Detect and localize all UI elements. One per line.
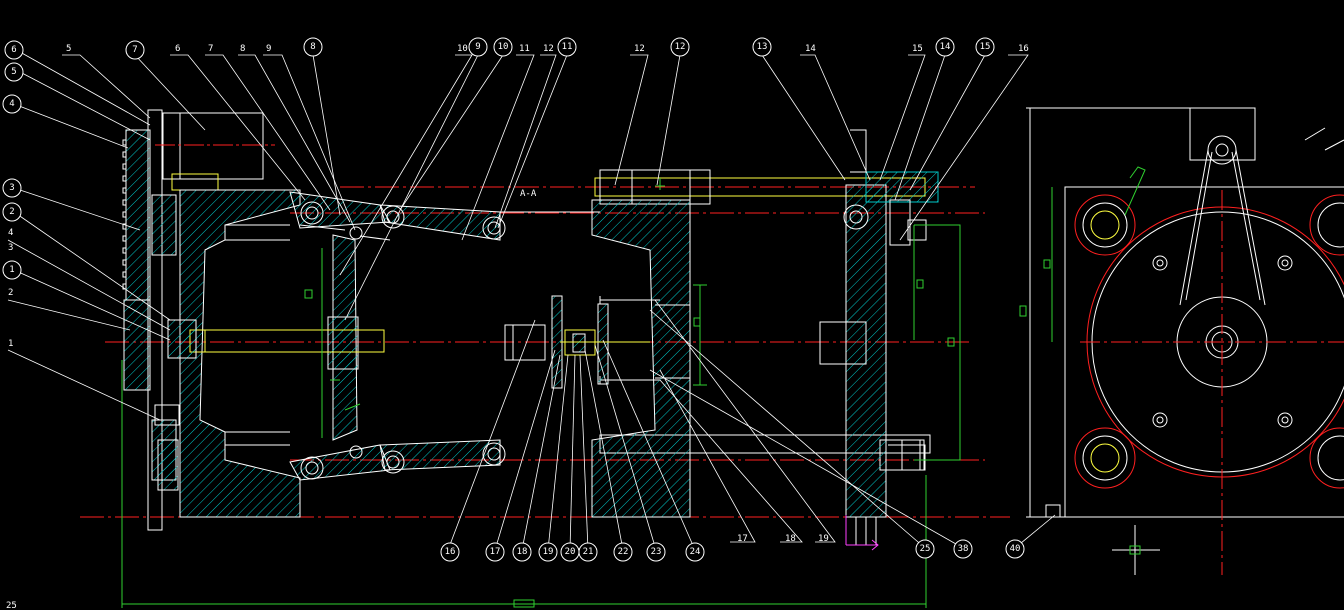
svg-text:18: 18 [517, 547, 528, 557]
svg-text:12: 12 [675, 42, 686, 52]
balloon: 38 [953, 539, 973, 559]
rear-platen [179, 189, 301, 518]
leader-label: 8 [240, 44, 245, 54]
section-label: A-A [520, 189, 537, 199]
fixed-platen [819, 129, 961, 551]
tiebar-circles [1074, 194, 1344, 489]
balloon: 21 [578, 542, 598, 562]
leader-label: 18 [785, 534, 796, 544]
svg-text:14: 14 [940, 42, 951, 52]
balloon: 4 [2, 94, 22, 114]
top-motor [155, 112, 275, 191]
balloon: 3 [2, 178, 22, 198]
svg-text:5: 5 [11, 67, 16, 77]
balloon: 11 [557, 37, 577, 57]
balloon: 17 [485, 542, 505, 562]
leader-label: 2 [8, 288, 13, 298]
leader-label: 1 [8, 339, 13, 349]
balloon: 16 [440, 542, 460, 562]
balloon: 20 [560, 542, 580, 562]
leader-label: 12 [543, 44, 554, 54]
leader-label: 19 [818, 534, 829, 544]
leader-labels: 5 3 4 2 1 6 7 8 9 10 11 12 12 14 15 16 1… [8, 44, 1029, 544]
leader-label: 14 [805, 44, 816, 54]
svg-text:4: 4 [9, 99, 14, 109]
balloon: 9 [468, 37, 488, 57]
svg-text:25: 25 [920, 544, 931, 554]
leader-label: 11 [519, 44, 530, 54]
balloon: 40 [1005, 539, 1025, 559]
svg-text:19: 19 [543, 547, 554, 557]
leader-label: 3 [8, 243, 13, 253]
leader-label: 6 [175, 44, 180, 54]
balloon: 7 [125, 40, 145, 60]
balloon: 10 [493, 37, 513, 57]
svg-text:6: 6 [11, 45, 16, 55]
svg-text:11: 11 [562, 42, 573, 52]
injection-unit [504, 295, 650, 389]
leader-label: 15 [912, 44, 923, 54]
balloon: 12 [670, 37, 690, 57]
svg-text:22: 22 [618, 547, 629, 557]
svg-text:8: 8 [310, 42, 315, 52]
balloon: 15 [975, 37, 995, 57]
svg-text:16: 16 [445, 547, 456, 557]
balloon: 24 [685, 542, 705, 562]
svg-text:1: 1 [9, 265, 14, 275]
end-view [1019, 107, 1344, 575]
svg-text:40: 40 [1010, 544, 1021, 554]
svg-text:2: 2 [9, 207, 14, 217]
balloon: 22 [613, 542, 633, 562]
balloon: 2 [2, 202, 22, 222]
svg-text:24: 24 [690, 547, 701, 557]
svg-text:15: 15 [980, 42, 991, 52]
leader-lines [7, 51, 1056, 551]
base [121, 360, 927, 608]
svg-text:23: 23 [651, 547, 662, 557]
leader-label: 9 [266, 44, 271, 54]
svg-text:38: 38 [958, 544, 969, 554]
corner-label: 25 [6, 601, 17, 610]
crosshead [167, 234, 385, 441]
toggle-lower [289, 439, 506, 481]
leader-label: 17 [737, 534, 748, 544]
svg-text:10: 10 [498, 42, 509, 52]
moving-platen [591, 199, 691, 518]
balloons: 6 5 4 3 2 1 7 8 9 10 11 12 13 14 15 16 1… [2, 37, 1025, 562]
balloon: 13 [752, 37, 772, 57]
leader-label: 10 [457, 44, 468, 54]
svg-text:9: 9 [475, 42, 480, 52]
svg-text:21: 21 [583, 547, 594, 557]
leader-label: 7 [208, 44, 213, 54]
svg-text:13: 13 [757, 42, 768, 52]
section-view [80, 109, 1010, 608]
toggle-upper [289, 191, 600, 241]
svg-text:7: 7 [132, 45, 137, 55]
leader-label: 12 [634, 44, 645, 54]
balloon: 8 [303, 37, 323, 57]
balloon: 19 [538, 542, 558, 562]
bolt-holes [1152, 255, 1293, 428]
svg-text:17: 17 [490, 547, 501, 557]
leader-label: 4 [8, 228, 13, 238]
balloon: 23 [646, 542, 666, 562]
balloon: 25 [915, 539, 935, 559]
leader-label: 16 [1018, 44, 1029, 54]
svg-text:20: 20 [565, 547, 576, 557]
svg-text:3: 3 [9, 183, 14, 193]
balloon: 14 [935, 37, 955, 57]
leader-label: 5 [66, 44, 71, 54]
balloon: 5 [4, 62, 24, 82]
balloon: 1 [2, 260, 22, 280]
balloon: 6 [4, 40, 24, 60]
balloon: 18 [512, 542, 532, 562]
